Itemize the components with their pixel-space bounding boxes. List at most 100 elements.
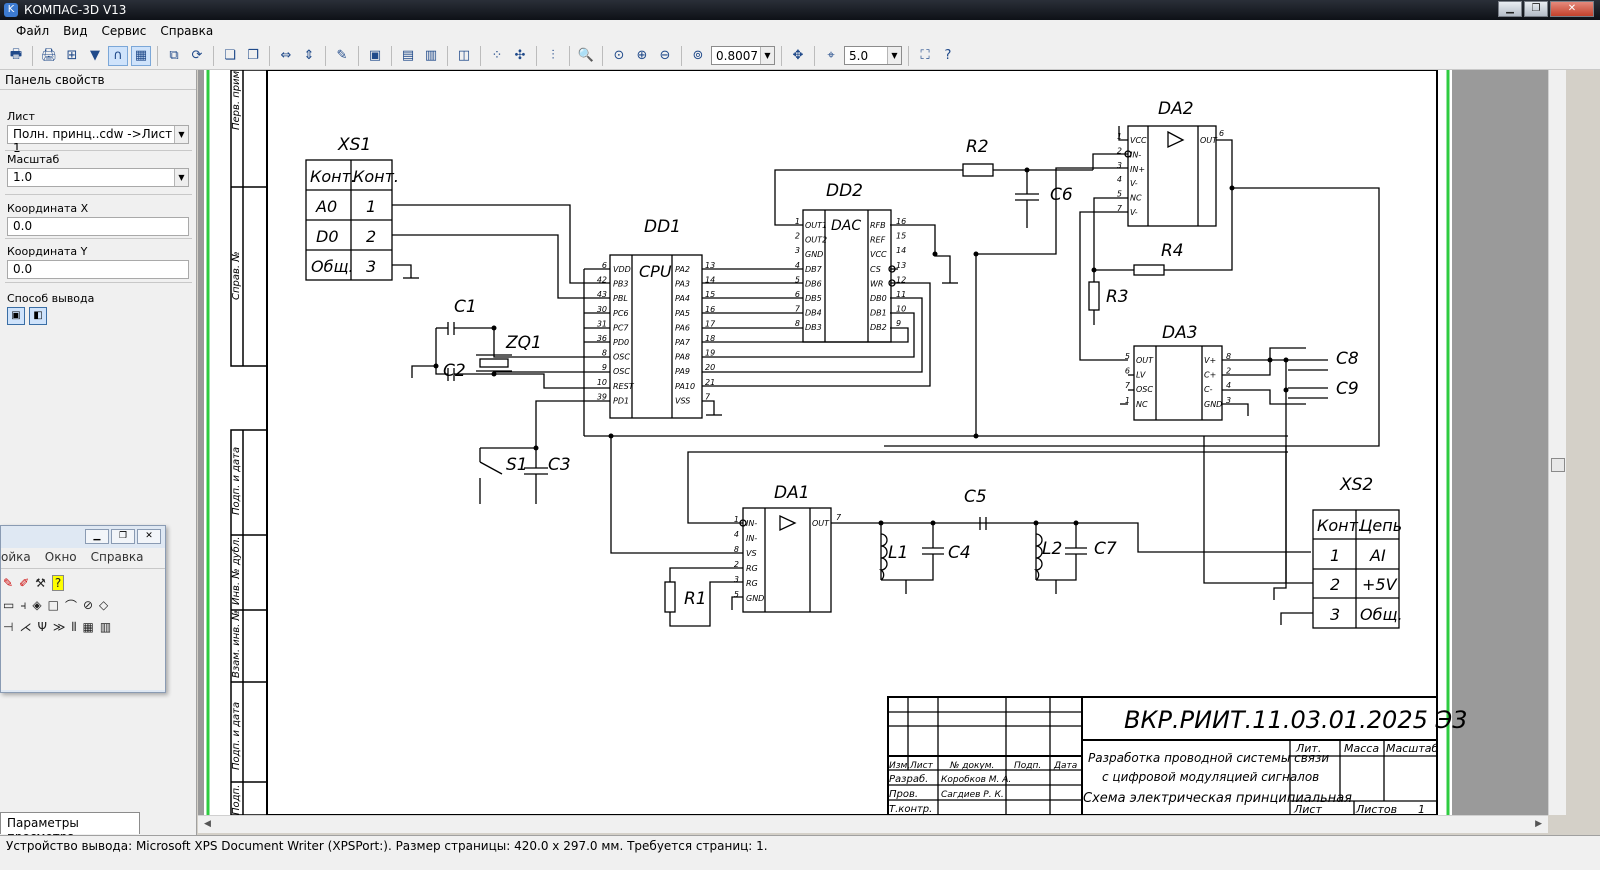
- context-help-icon[interactable]: ?: [944, 48, 952, 63]
- layout-grid-icon[interactable]: ▣: [368, 48, 382, 63]
- floating-toolbox-window[interactable]: ▁ ❐ ✕ ойка Окно Справка ✎ ✐ ⚒ ? ▭ ⫞ ◈ □ …: [0, 525, 166, 693]
- menu-help[interactable]: Справка: [160, 24, 214, 38]
- help-icon[interactable]: ?: [51, 575, 65, 591]
- da1_pins-5: GND: [746, 594, 764, 603]
- float-maximize-button[interactable]: ❐: [111, 529, 135, 544]
- lamp-icon[interactable]: ⊘: [82, 598, 94, 612]
- menu-file[interactable]: Файл: [16, 24, 50, 38]
- horizontal-scrollbar[interactable]: ◀ ▶: [198, 815, 1548, 833]
- cpu_right_pins-2: PA4: [675, 294, 690, 303]
- zoom-combo[interactable]: 0.8007 ▼: [711, 46, 775, 65]
- cascade-icon[interactable]: ▥: [424, 48, 438, 63]
- da3_left_pins-3: NC: [1136, 400, 1148, 409]
- resistor-icon[interactable]: ▭: [3, 598, 15, 612]
- capacitor-icon[interactable]: ⫞: [20, 597, 27, 612]
- printer-setup-icon[interactable]: 🖨: [40, 48, 58, 63]
- points-icon[interactable]: ⁘: [491, 48, 503, 63]
- edit-sheet-icon[interactable]: ✎: [336, 48, 348, 63]
- zoom-window-icon[interactable]: 🔍: [577, 48, 595, 63]
- arrow-icon[interactable]: ≫: [52, 620, 66, 634]
- scroll-thumb[interactable]: [1551, 458, 1565, 472]
- menu-service[interactable]: Сервис: [101, 24, 147, 38]
- xs2-row2-c1: +5V: [1362, 575, 1398, 594]
- crystal-icon[interactable]: ⫴: [71, 619, 77, 634]
- zoom-scale-icon[interactable]: ⊚: [692, 48, 704, 63]
- antenna-icon[interactable]: Ψ: [37, 620, 47, 634]
- chevron-down-icon[interactable]: ▼: [760, 47, 774, 64]
- close-button[interactable]: ✕: [1550, 1, 1594, 17]
- inductor-icon[interactable]: ⌒: [64, 598, 77, 613]
- toolbar: 🖶 🖨 ⊞ ▼ ∩ ▦ ⧉ ⟳ ❏ ❐ ⇔ ⇕ ✎ ▣ ▤ ▥ ◫ ⁘ ✣ ⫶ …: [0, 42, 1600, 70]
- tb-role-1: Пров.: [889, 789, 918, 800]
- scroll-right-icon[interactable]: ▶: [1535, 819, 1542, 829]
- dac_right_pins-4: WR: [870, 279, 883, 288]
- filter-icon[interactable]: ▼: [90, 48, 100, 63]
- zoom-out-icon[interactable]: ⊖: [659, 48, 671, 63]
- fit-width-icon[interactable]: ⇔: [280, 48, 292, 63]
- dac_left_nums-4: 5: [795, 275, 800, 284]
- cpu_right_nums-3: 16: [705, 305, 715, 314]
- scale-label: Масштаб: [1386, 742, 1438, 755]
- vertical-scrollbar[interactable]: [1548, 70, 1566, 815]
- output-mode-button-1[interactable]: ▣: [7, 307, 25, 325]
- edit-icon[interactable]: ✐: [19, 576, 30, 590]
- chip-icon[interactable]: ▦: [82, 620, 94, 634]
- select-region-icon[interactable]: ◫: [457, 48, 471, 63]
- drawing-canvas[interactable]: Перв. примен. Справ. № Подп. и дата Инв.…: [198, 70, 1566, 815]
- led-icon[interactable]: ◇: [99, 598, 109, 612]
- maximize-button[interactable]: ❐: [1524, 1, 1548, 17]
- coord-y-field[interactable]: 0.0: [7, 260, 189, 279]
- pan-icon[interactable]: ✥: [792, 48, 804, 63]
- snap-icon[interactable]: ✣: [514, 48, 526, 63]
- magnet-icon[interactable]: ∩: [108, 45, 128, 66]
- menu-view[interactable]: Вид: [63, 24, 88, 38]
- zoom-all-icon[interactable]: ⊙: [613, 48, 625, 63]
- sheet-select[interactable]: Полн. принц..cdw ->Лист 1 ▼: [7, 125, 189, 155]
- table-icon[interactable]: ⊞: [66, 48, 78, 63]
- step-combo[interactable]: 5.0 ▼: [844, 46, 902, 65]
- chevron-down-icon[interactable]: ▼: [887, 47, 901, 64]
- view-parameters-tab[interactable]: Параметры просмотра: [0, 812, 140, 844]
- connector-icon[interactable]: ▥: [99, 620, 112, 634]
- copy-icon[interactable]: ❏: [224, 48, 236, 63]
- c2-label: C2: [443, 361, 466, 381]
- rotate-sheets-icon[interactable]: ⟳: [191, 48, 203, 63]
- da2_nums-4: 5: [1117, 190, 1122, 199]
- chevron-down-icon[interactable]: ▼: [174, 126, 188, 143]
- output-mode-button-2[interactable]: ◧: [29, 307, 47, 325]
- arrange-sheets-icon[interactable]: ⧉: [169, 48, 179, 63]
- menu-bar: Файл Вид Сервис Справка: [0, 20, 1600, 42]
- scroll-left-icon[interactable]: ◀: [204, 819, 211, 829]
- xs1-row3-c0: Общ.: [311, 257, 354, 276]
- pencil-icon[interactable]: ✎: [3, 576, 14, 590]
- diode-bridge-icon[interactable]: ◈: [32, 598, 42, 612]
- align-icon[interactable]: ⫶: [551, 48, 555, 63]
- print-icon[interactable]: 🖶: [9, 46, 23, 62]
- cpu_left_nums-4: 31: [597, 319, 607, 328]
- fit-height-icon[interactable]: ⇕: [303, 48, 315, 63]
- float-minimize-button[interactable]: ▁: [85, 529, 109, 544]
- side-label-7: Подп.: [231, 785, 242, 815]
- tools-icon[interactable]: ⚒: [35, 576, 46, 590]
- rectangle-icon[interactable]: □: [47, 598, 59, 612]
- float-close-button[interactable]: ✕: [137, 529, 161, 544]
- xs1-row2-c1: 2: [366, 227, 376, 246]
- da1_pins-2: VS: [746, 549, 757, 558]
- step-icon[interactable]: ⌖: [827, 48, 835, 63]
- float-menu-settings[interactable]: ойка: [1, 550, 31, 564]
- float-menu-help[interactable]: Справка: [90, 550, 144, 564]
- paste-icon[interactable]: ❐: [247, 48, 259, 63]
- float-menu-window[interactable]: Окно: [44, 550, 77, 564]
- minimize-button[interactable]: ▁: [1498, 1, 1522, 17]
- switch-icon[interactable]: ⋌: [19, 620, 32, 634]
- lit-label: Лит.: [1295, 742, 1321, 755]
- transistor-icon[interactable]: ⊣: [3, 620, 14, 634]
- scale-select[interactable]: 1.0 ▼: [7, 168, 189, 187]
- preview-icon[interactable]: ⛶: [920, 48, 930, 63]
- grid-select-icon[interactable]: ▦: [131, 45, 151, 66]
- zoom-in-icon[interactable]: ⊕: [636, 48, 648, 63]
- scale-value: 1.0: [13, 170, 33, 184]
- tile-icon[interactable]: ▤: [401, 48, 415, 63]
- coord-x-field[interactable]: 0.0: [7, 217, 189, 236]
- chevron-down-icon[interactable]: ▼: [174, 169, 188, 186]
